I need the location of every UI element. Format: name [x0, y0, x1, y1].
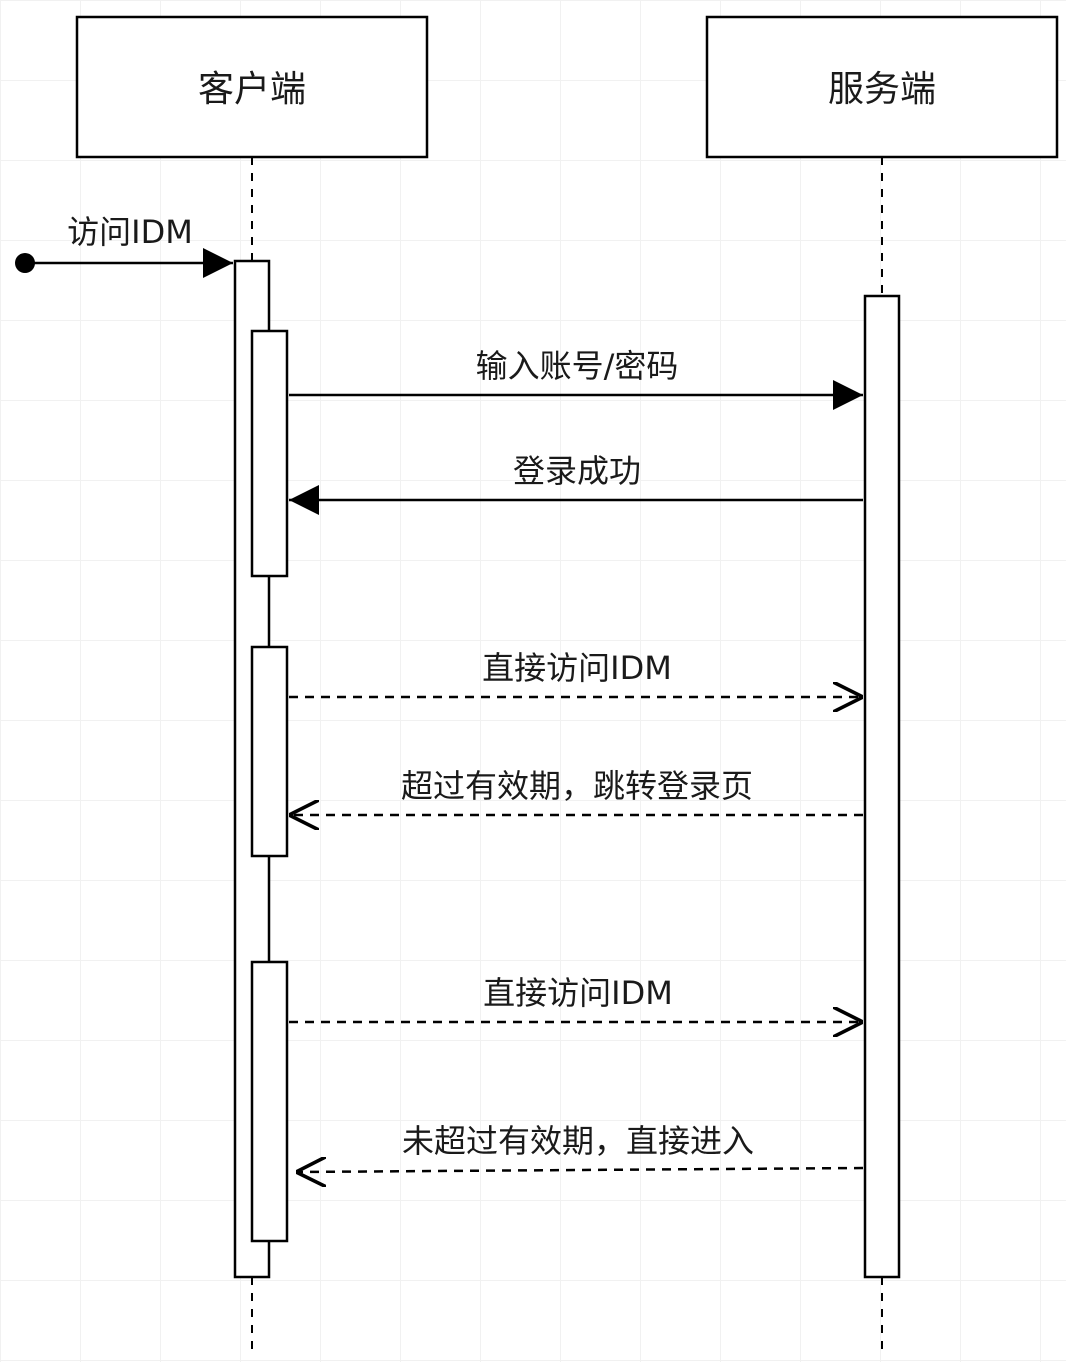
direct-access-label-2: 直接访问IDM: [483, 974, 673, 1012]
client-activation-login: [250, 329, 289, 578]
client-activation-valid: [250, 960, 289, 1243]
login-request-label: 输入账号/密码: [476, 347, 679, 385]
client-participant-label: 客户端: [198, 69, 306, 110]
valid-enter-label: 未超过有效期，直接进入: [402, 1122, 754, 1160]
direct-access-label-1: 直接访问IDM: [482, 649, 672, 687]
client-participant[interactable]: 客户端: [75, 15, 429, 159]
server-participant[interactable]: 服务端: [705, 15, 1059, 159]
login-success-label: 登录成功: [513, 452, 641, 490]
server-main-activation: [863, 294, 901, 1279]
valid-enter-arrow: [296, 1168, 864, 1172]
access-idm-label: 访问IDM: [67, 213, 193, 251]
client-activation-expired: [250, 645, 289, 858]
expired-redirect-label: 超过有效期，跳转登录页: [401, 767, 753, 805]
server-participant-label: 服务端: [828, 69, 936, 110]
